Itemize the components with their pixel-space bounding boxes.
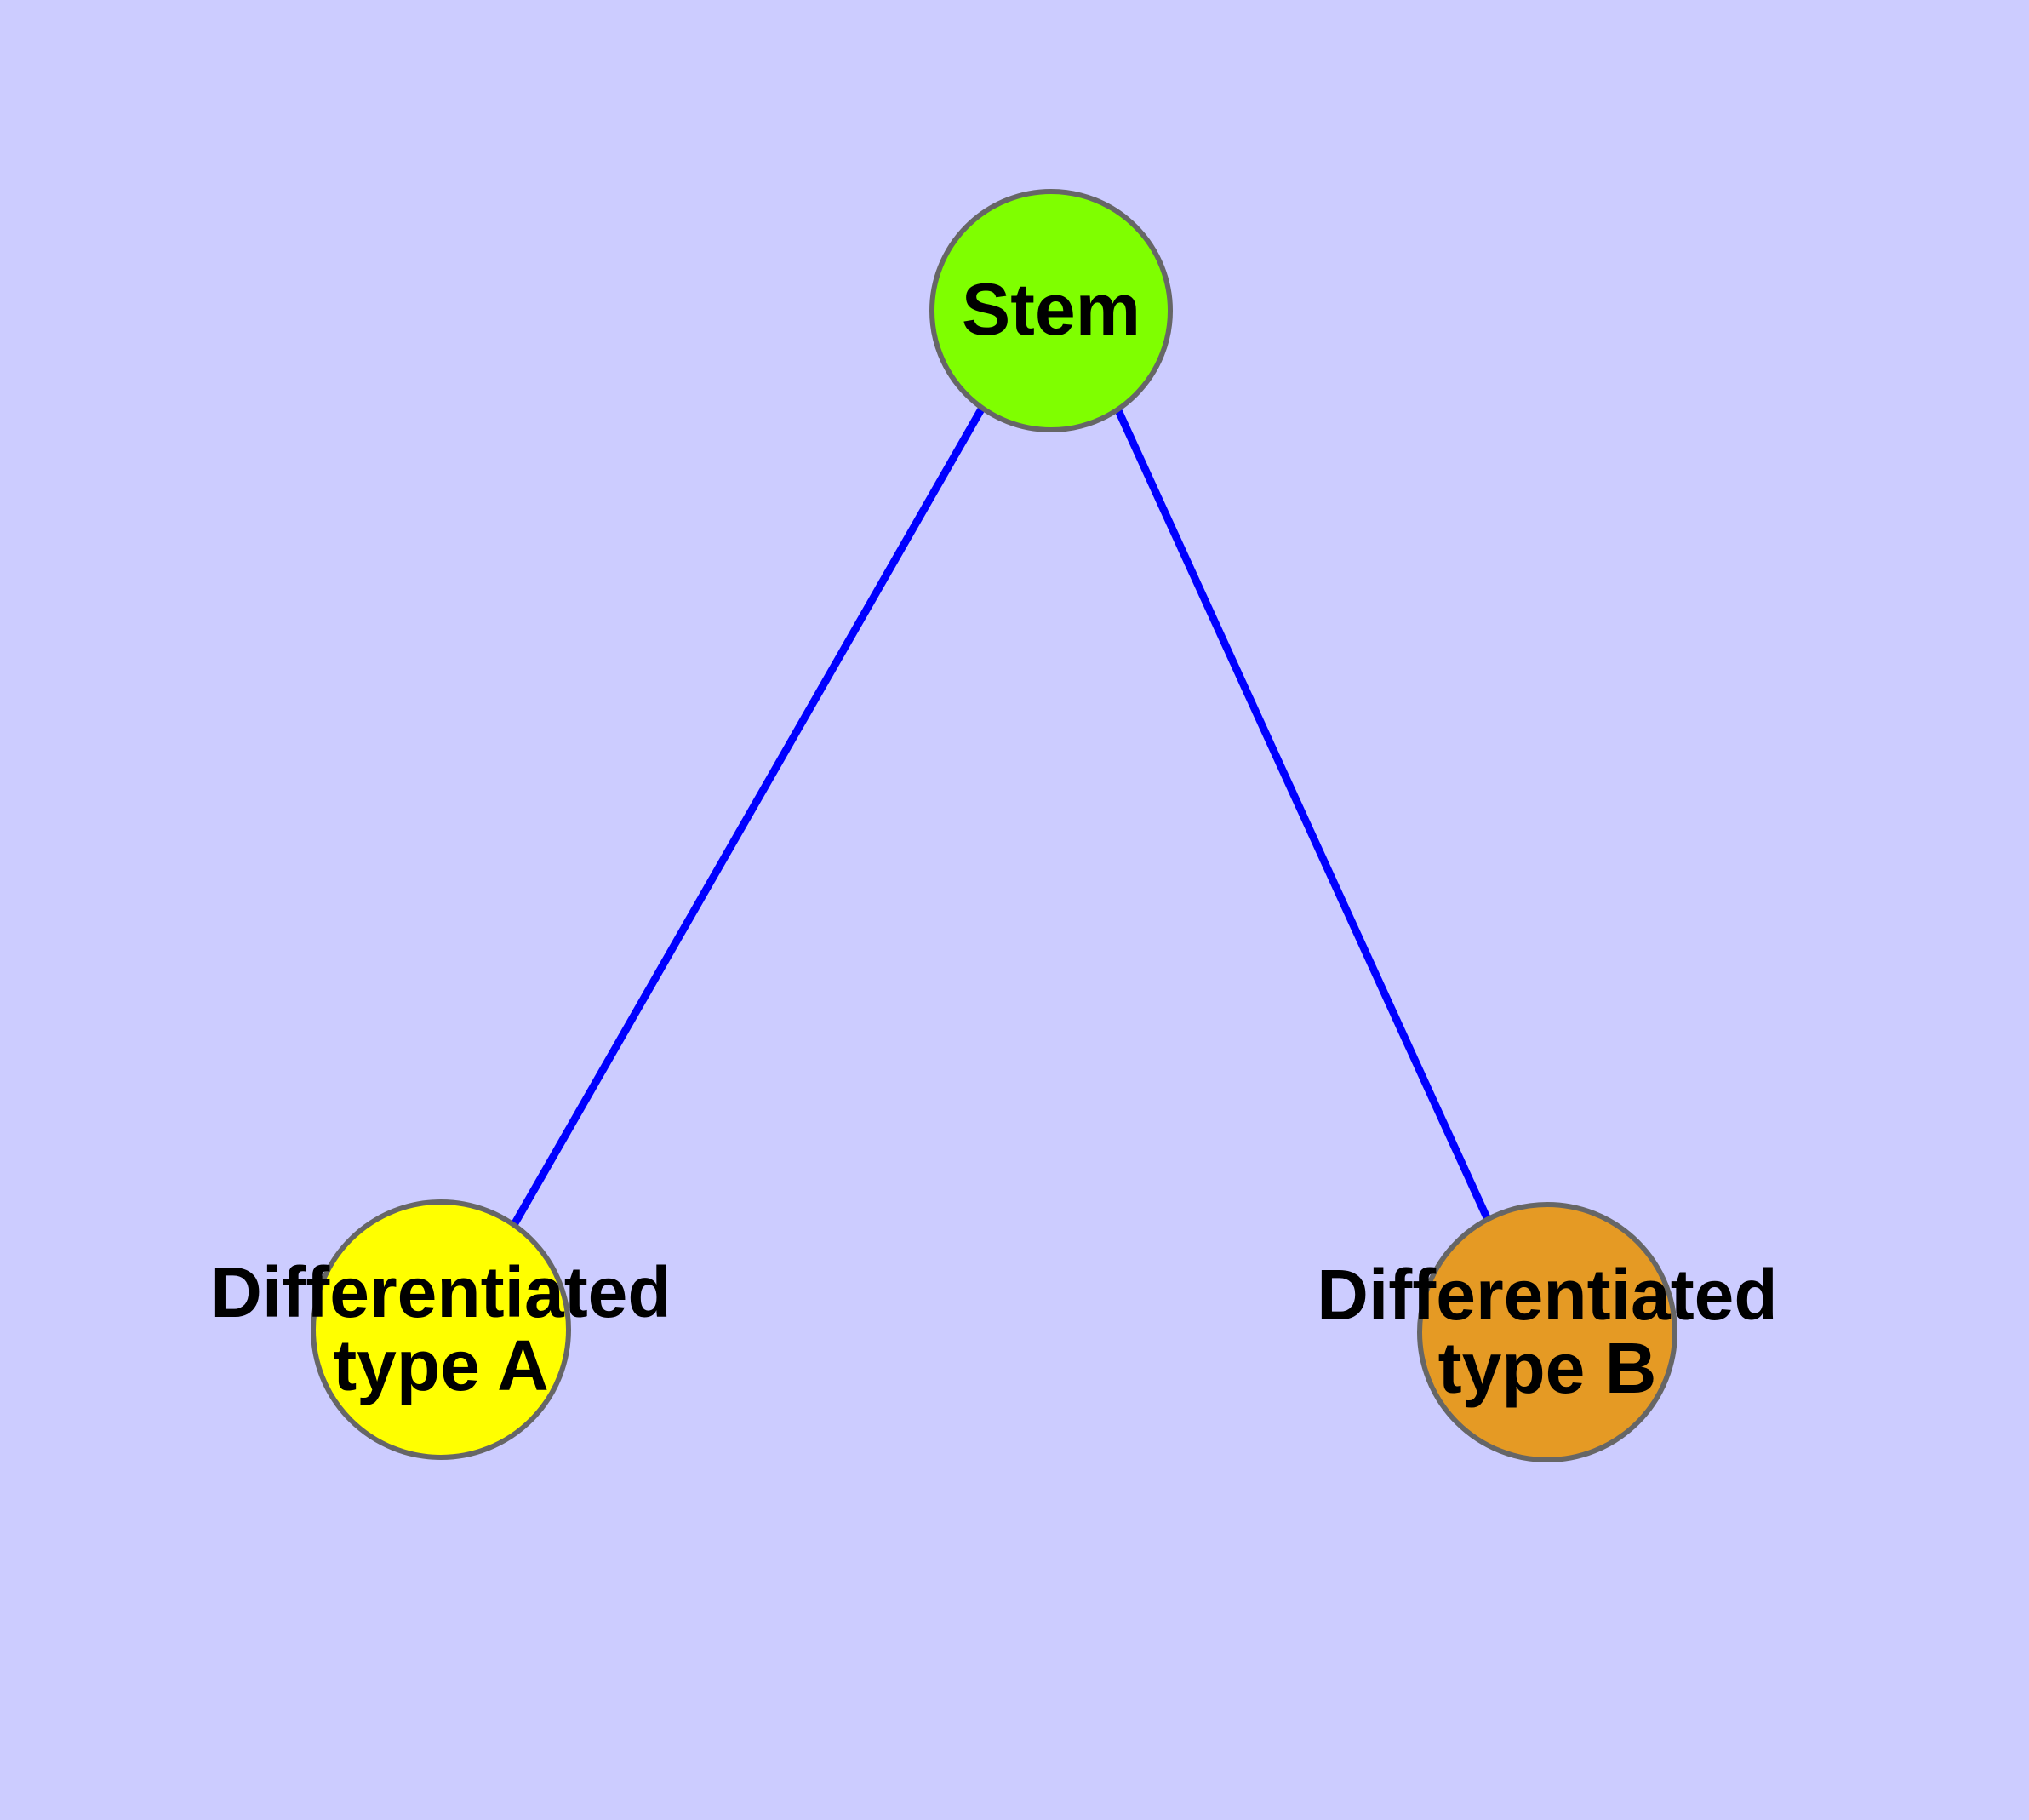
- node-stem[interactable]: [929, 189, 1173, 432]
- node-layer: [311, 189, 1677, 1462]
- node-differentiated-type-b[interactable]: [1417, 1202, 1677, 1462]
- node-differentiated-type-a[interactable]: [311, 1199, 571, 1460]
- edge-stem-to-differentiated-type-a[interactable]: [512, 405, 986, 1226]
- edge-stem-to-differentiated-type-b[interactable]: [1113, 407, 1494, 1225]
- edge-layer: [512, 405, 1494, 1226]
